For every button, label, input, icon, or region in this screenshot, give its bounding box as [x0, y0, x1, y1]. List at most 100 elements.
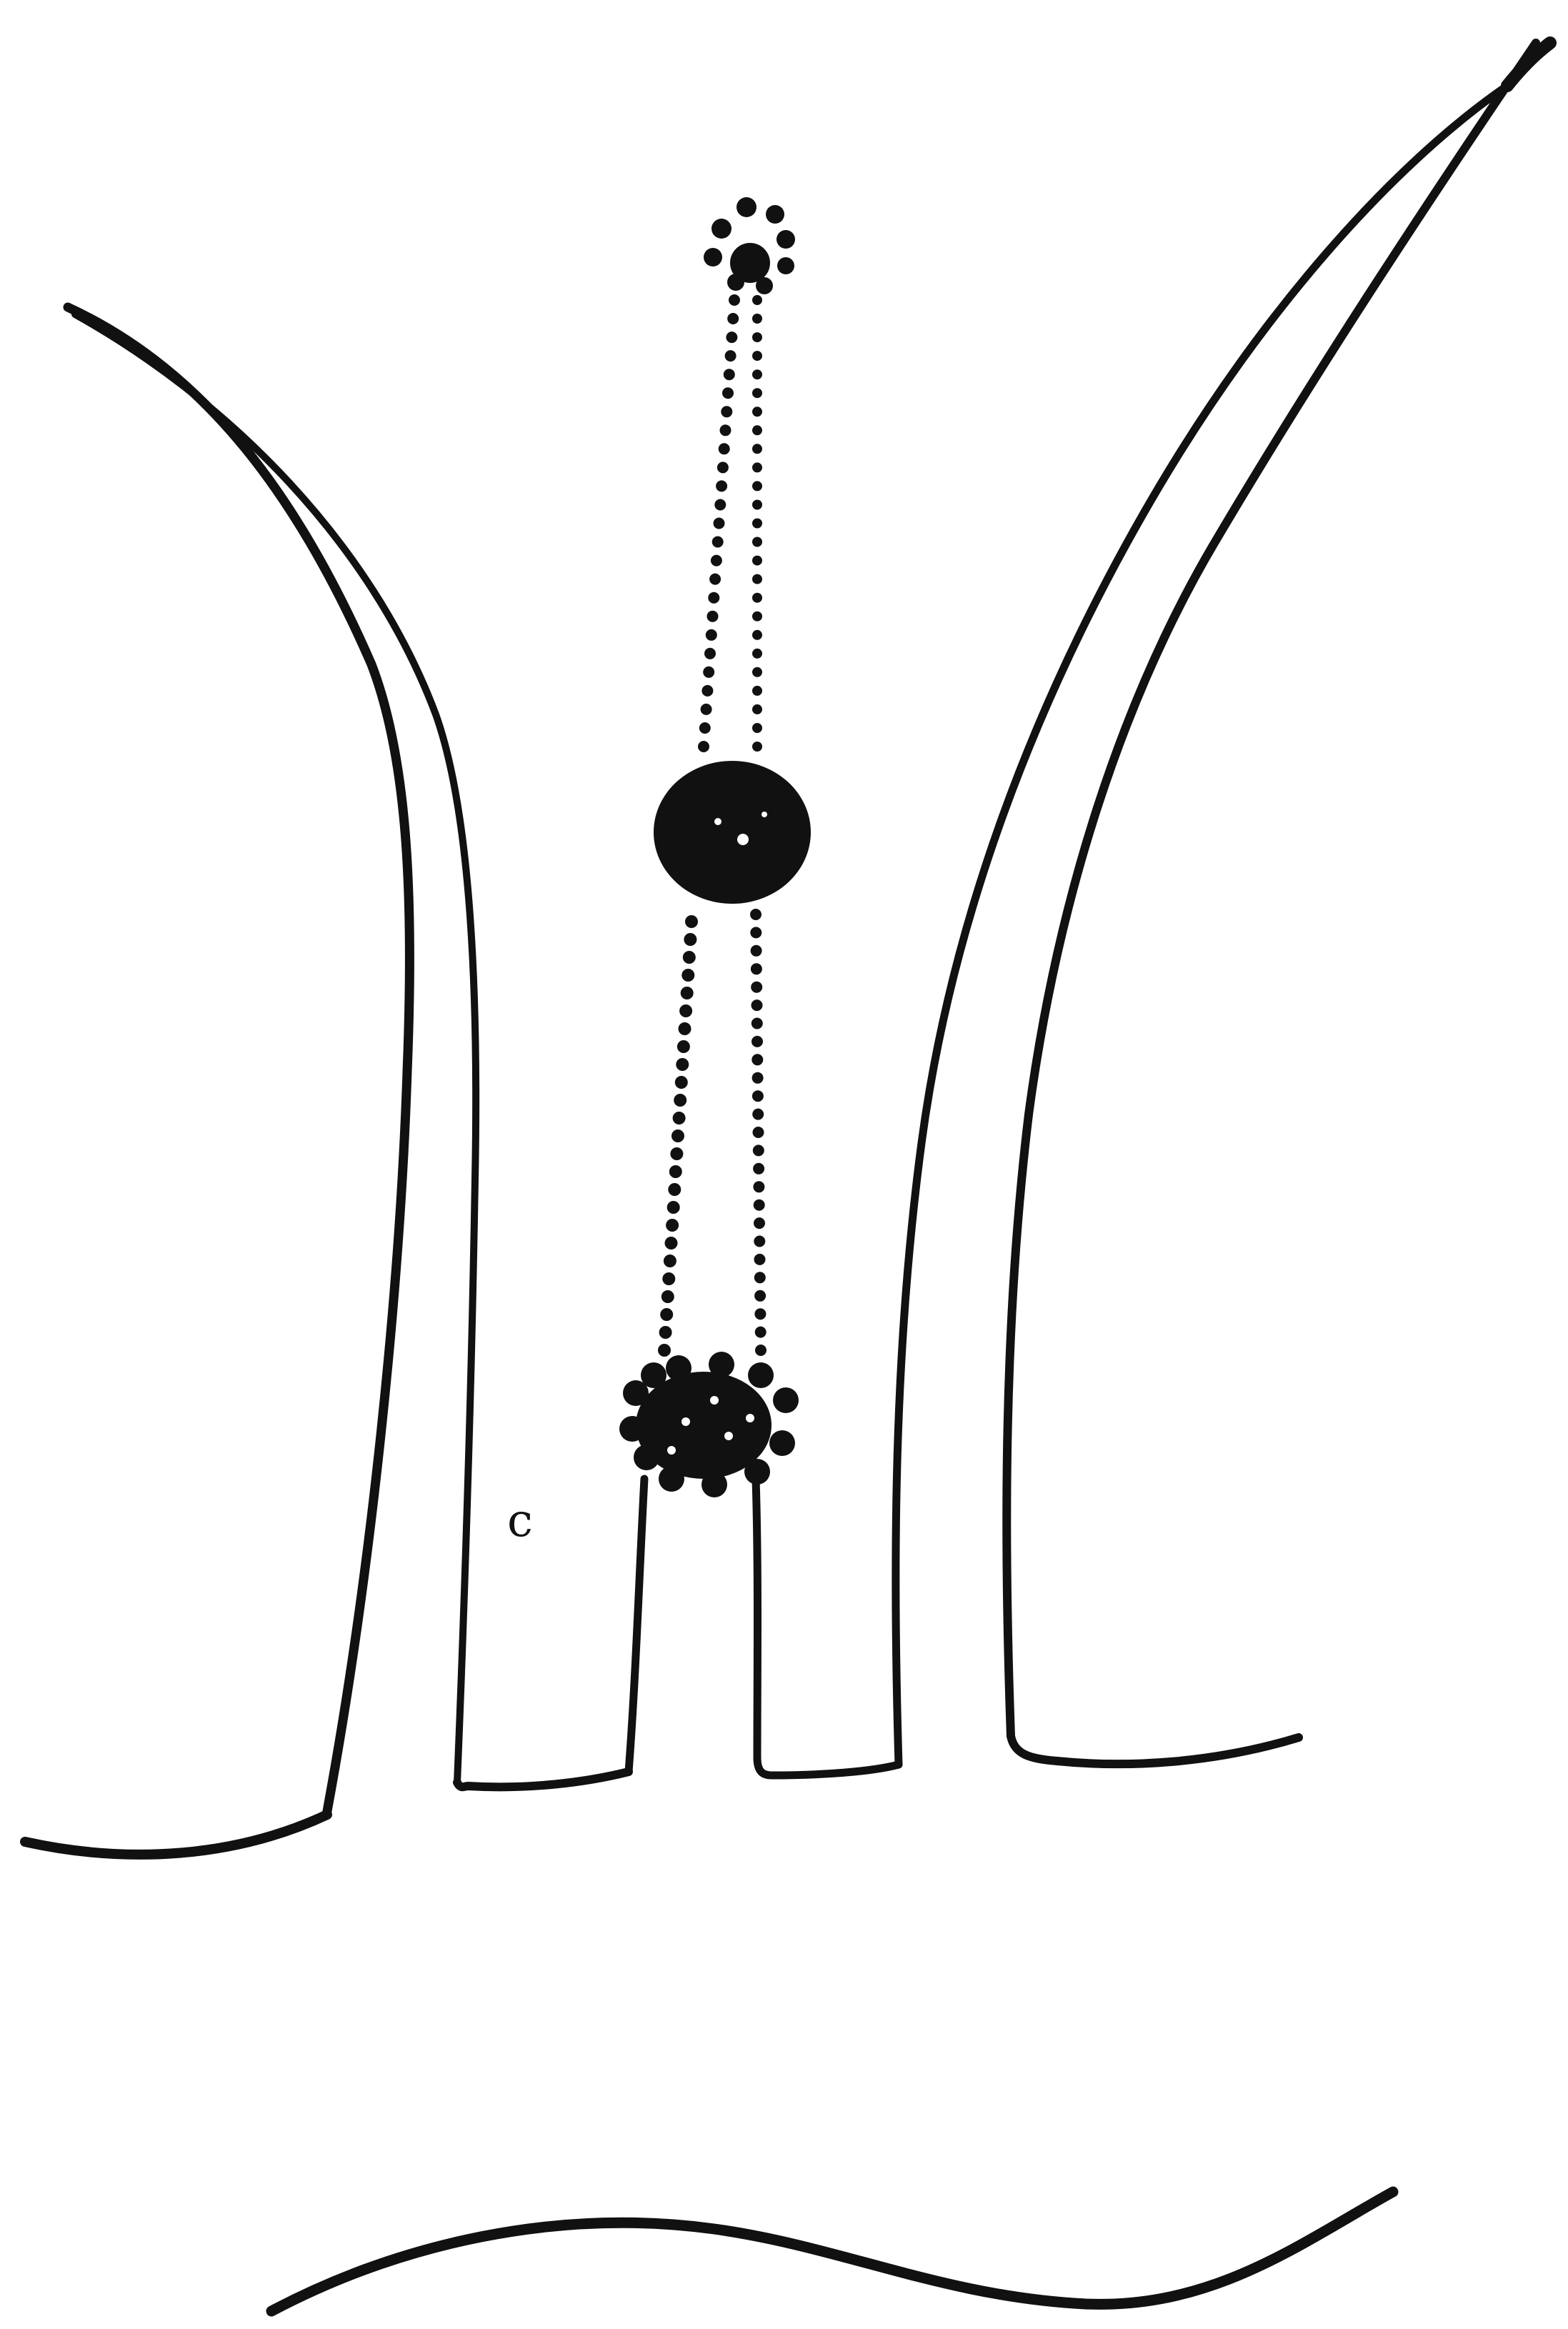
- top-floret-petal: [756, 277, 773, 294]
- filament-dot: [752, 314, 762, 324]
- filament-dot: [751, 1054, 763, 1065]
- left-outer-sheath-outer-edge: [68, 307, 409, 1811]
- filament-dot: [752, 612, 762, 622]
- filament-dot: [752, 332, 762, 342]
- filament-dot: [751, 982, 762, 993]
- filament-dot: [753, 1144, 764, 1156]
- filament-dot: [751, 1018, 763, 1029]
- filament-dot: [703, 667, 714, 678]
- left-base-curve: [25, 1815, 327, 1855]
- filament-dot: [753, 1163, 764, 1175]
- filament-dot: [752, 462, 762, 472]
- filament-dot: [706, 629, 717, 641]
- filament-dot: [685, 915, 698, 928]
- filament-dot: [752, 519, 762, 529]
- filament-dot: [754, 1272, 766, 1283]
- filament-dot: [752, 723, 762, 733]
- filament-dot: [753, 1127, 764, 1138]
- right-base-curve: [1011, 1736, 1299, 1764]
- filament-dot: [752, 388, 762, 398]
- top-floret-petal: [711, 219, 731, 239]
- filament-dot: [665, 1237, 678, 1250]
- cluster-granule: [769, 1430, 795, 1456]
- right-central-stalk-wall: [756, 1479, 899, 1775]
- filament-dot: [659, 1326, 672, 1339]
- top-floret-petal: [777, 257, 794, 274]
- filament-dot: [754, 1290, 766, 1302]
- filament-dot: [722, 387, 734, 399]
- upper-dotted-filaments: [698, 294, 762, 752]
- filament-dot: [660, 1308, 673, 1321]
- filament-dot: [752, 351, 762, 361]
- filament-dot: [712, 537, 724, 548]
- filament-dot: [708, 592, 719, 604]
- middle-globular-head-body: [654, 761, 811, 904]
- filament-dot: [676, 1058, 689, 1071]
- top-floret-petal: [776, 230, 795, 249]
- filament-dot: [753, 1181, 764, 1192]
- filament-dot: [671, 1129, 684, 1142]
- filament-dot: [754, 1217, 765, 1229]
- filament-dot: [711, 555, 722, 567]
- cluster-speck: [746, 1414, 754, 1422]
- filament-dot: [679, 1022, 691, 1035]
- filament-dot: [752, 444, 762, 454]
- middle-globular-head: [654, 761, 811, 904]
- filament-dot: [754, 1200, 765, 1211]
- filament-dot: [721, 406, 732, 417]
- cluster-speck: [681, 1417, 690, 1426]
- top-floret-petal: [736, 197, 756, 217]
- filament-dot: [752, 630, 762, 640]
- cluster-granule: [659, 1466, 684, 1492]
- top-floret-petal: [727, 274, 744, 291]
- right-outer-sheath: [896, 43, 1550, 1765]
- filament-dot: [661, 1290, 674, 1303]
- filament-dot: [752, 369, 762, 379]
- filament-dot: [752, 667, 762, 677]
- filament-dot: [701, 704, 712, 715]
- filament-dot: [750, 927, 761, 938]
- filament-dot: [754, 1254, 766, 1265]
- middle-globular-head-speck: [737, 834, 749, 845]
- cluster-speck: [710, 1396, 719, 1405]
- filament-dot: [674, 1094, 686, 1107]
- filament-dot: [673, 1112, 686, 1124]
- cluster-granule: [773, 1387, 799, 1413]
- filament-dot: [752, 1072, 764, 1084]
- filament-dot: [752, 481, 762, 491]
- filament-dot: [714, 518, 725, 529]
- filament-dot: [668, 1183, 681, 1196]
- filament-dot: [658, 1344, 671, 1357]
- top-floret-petal: [766, 205, 784, 224]
- left-outer-sheath: [68, 307, 476, 1811]
- filament-dot: [714, 499, 726, 511]
- filament-dot: [754, 1236, 765, 1247]
- filament-dot: [751, 999, 763, 1011]
- filament-dot: [683, 951, 696, 964]
- filament-dot: [716, 480, 727, 492]
- label-c: c: [507, 1495, 533, 1547]
- filament-dot: [720, 424, 731, 436]
- filament-dot: [725, 350, 736, 361]
- filament-dot: [752, 574, 762, 584]
- filament-dot: [750, 909, 761, 920]
- filament-dot: [751, 1036, 763, 1047]
- filament-dot: [751, 945, 762, 957]
- filament-dot: [709, 574, 721, 585]
- filament-dot: [752, 295, 762, 305]
- filament-dot: [727, 313, 739, 324]
- cluster-granule: [744, 1459, 770, 1485]
- filament-dot: [754, 1308, 766, 1320]
- filament-dot: [752, 537, 762, 547]
- filament-dot: [704, 648, 716, 659]
- filament-dot: [698, 741, 709, 752]
- filament-dot: [752, 742, 762, 752]
- filament-dot: [701, 685, 713, 697]
- filament-dot: [669, 1165, 682, 1178]
- filament-dot: [707, 611, 719, 622]
- cluster-speck: [667, 1446, 676, 1455]
- filament-dot: [719, 443, 730, 454]
- filament-dot: [752, 593, 762, 603]
- filament-dot: [751, 963, 762, 974]
